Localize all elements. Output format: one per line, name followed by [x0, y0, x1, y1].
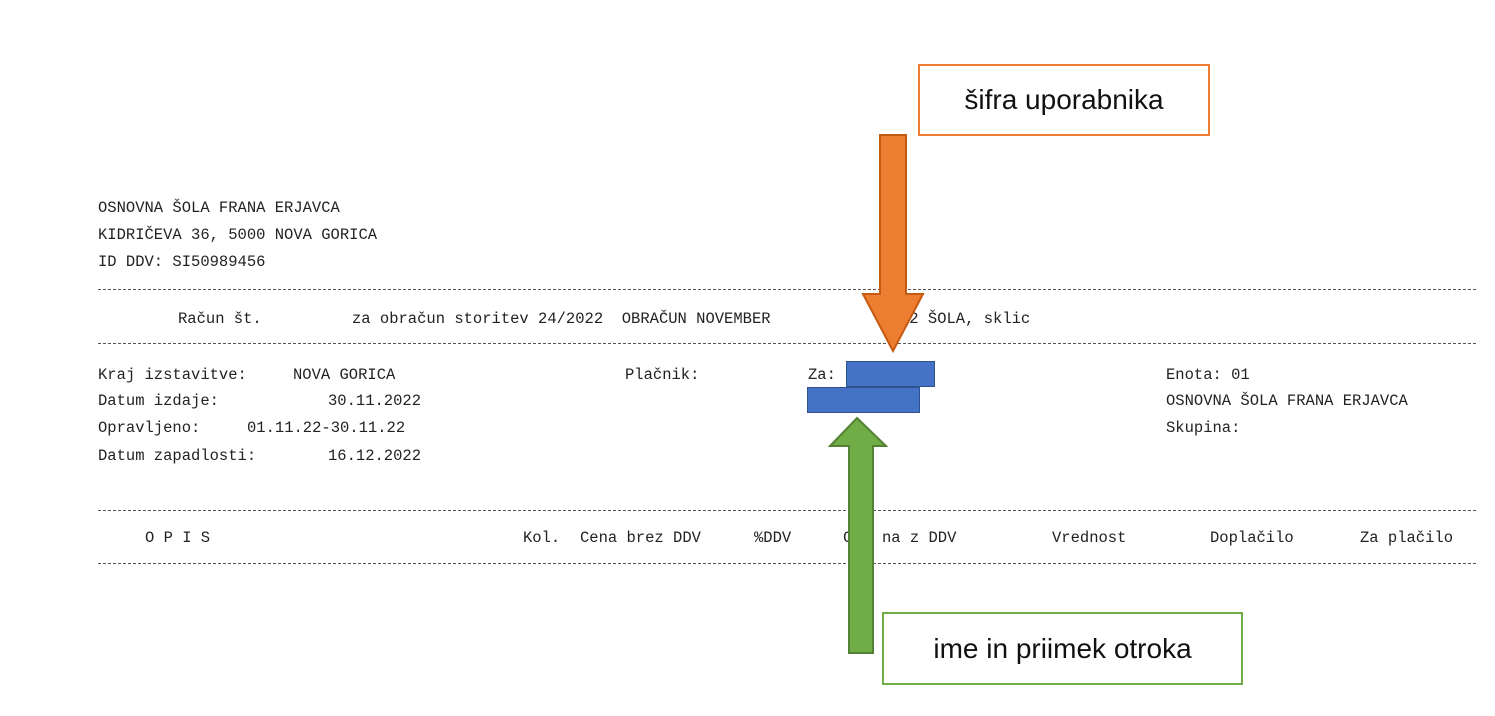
- invoice-period: za obračun storitev 24/2022 OBRAČUN NOVE…: [352, 310, 771, 328]
- divider-table-top: [98, 510, 1476, 511]
- payer-label: Plačnik:: [625, 366, 700, 384]
- callout-user-code: šifra uporabnika: [918, 64, 1210, 136]
- for-label: Za:: [808, 366, 836, 384]
- unit-label: Enota: 01: [1166, 366, 1250, 384]
- place-value: NOVA GORICA: [293, 366, 396, 384]
- col-doplacilo: Doplačilo: [1210, 529, 1294, 547]
- divider-top: [98, 289, 1476, 290]
- unit-name: OSNOVNA ŠOLA FRANA ERJAVCA: [1166, 392, 1408, 410]
- col-cena-brez-ddv: Cena brez DDV: [580, 529, 701, 547]
- down-arrow-icon: [861, 134, 925, 354]
- divider-mid: [98, 343, 1476, 344]
- due-date-value: 16.12.2022: [328, 447, 422, 465]
- col-ddv: %DDV: [754, 529, 792, 547]
- place-label: Kraj izstavitve:: [98, 366, 247, 384]
- service-period-value: 01.11.22-30.11.22: [247, 419, 406, 437]
- col-kol: Kol.: [523, 529, 561, 547]
- group-label: Skupina:: [1166, 419, 1241, 437]
- redacted-child-name: [807, 387, 920, 413]
- unit-value: 01: [1231, 366, 1250, 384]
- issuer-name: OSNOVNA ŠOLA FRANA ERJAVCA: [98, 199, 340, 217]
- callout-child-name: ime in priimek otroka: [882, 612, 1243, 685]
- divider-table-bottom: [98, 563, 1476, 564]
- issuer-vat-id: ID DDV: SI50989456: [98, 253, 266, 271]
- invoice-number-label: Račun št.: [178, 310, 262, 328]
- issuer-address: KIDRIČEVA 36, 5000 NOVA GORICA: [98, 226, 378, 244]
- due-date-label: Datum zapadlosti:: [98, 447, 257, 465]
- col-vrednost: Vrednost: [1052, 529, 1127, 547]
- redacted-user-code: [846, 361, 935, 387]
- issue-date-value: 30.11.2022: [328, 392, 422, 410]
- col-cena-z-ddv-start: C: [843, 529, 853, 547]
- service-period-label: Opravljeno:: [98, 419, 201, 437]
- col-cena-z-ddv: na z DDV: [882, 529, 957, 547]
- up-arrow-icon: [827, 416, 889, 654]
- col-za-placilo: Za plačilo: [1360, 529, 1454, 547]
- issue-date-label: Datum izdaje:: [98, 392, 219, 410]
- col-opis: O P I S: [145, 529, 211, 547]
